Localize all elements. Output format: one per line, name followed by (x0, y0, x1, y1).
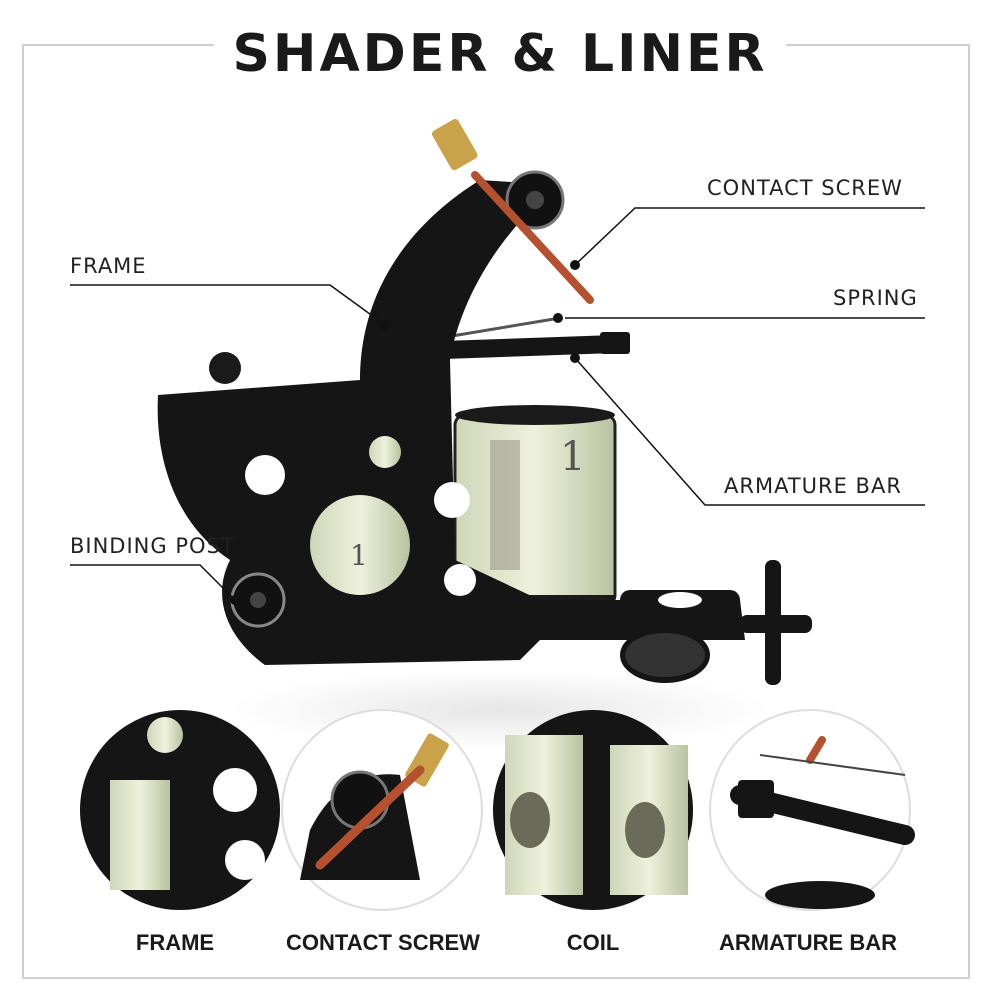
brass-tube (431, 119, 478, 171)
svg-text:1: 1 (350, 539, 368, 572)
svg-text:1: 1 (560, 434, 585, 480)
frame-hole (434, 482, 470, 518)
tube-vise (620, 560, 812, 685)
caption-frame: FRAME (135, 930, 215, 955)
callout-armature-bar: ARMATURE BAR (724, 474, 902, 498)
detail-frame (80, 710, 280, 910)
frame-hole-large (310, 495, 410, 595)
frame-hole (369, 436, 401, 468)
frame-hole (245, 455, 285, 495)
caption-armature-bar: ARMATURE BAR (718, 930, 898, 955)
callout-spring: SPRING (833, 286, 918, 310)
frame-hole (444, 564, 476, 596)
page-title-text: SHADER & LINER (214, 24, 786, 84)
detail-coil (493, 710, 693, 910)
armature-bar (439, 332, 630, 360)
callout-lines (70, 207, 925, 601)
callout-dots (230, 260, 580, 605)
reflection-shadow (230, 670, 770, 750)
spring (439, 316, 561, 340)
contact-screw (471, 171, 594, 304)
frame-body (157, 180, 746, 665)
callout-contact-screw: CONTACT SCREW (707, 176, 903, 200)
callout-frame: FRAME (70, 254, 147, 278)
page-title: SHADER & LINER (0, 24, 1000, 84)
callout-binding-post: BINDING POST (70, 534, 235, 558)
detail-armature-bar (709, 709, 915, 911)
caption-contact-screw: CONTACT SCREW (286, 930, 480, 955)
binding-post-top (209, 352, 241, 384)
detail-contact-screw (281, 709, 483, 911)
caption-coil: COIL (566, 930, 620, 955)
